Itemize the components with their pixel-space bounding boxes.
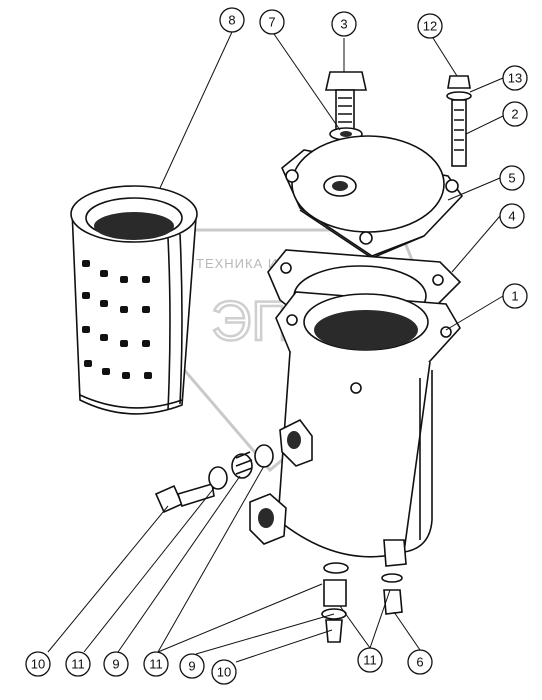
callout-11-right: 11 xyxy=(357,647,383,673)
svg-text:4: 4 xyxy=(508,209,515,224)
callout-11-left: 11 xyxy=(65,651,91,677)
svg-text:10: 10 xyxy=(31,657,45,672)
svg-text:7: 7 xyxy=(268,15,275,30)
leader-lines xyxy=(47,31,504,663)
callout-4: 4 xyxy=(499,203,525,229)
svg-text:9: 9 xyxy=(188,659,195,674)
svg-text:12: 12 xyxy=(423,19,437,34)
bottom-fittings xyxy=(321,562,403,643)
svg-text:2: 2 xyxy=(511,107,518,122)
callout-2: 2 xyxy=(502,101,528,127)
svg-text:8: 8 xyxy=(228,13,235,28)
filter-element xyxy=(70,185,198,415)
side-fittings xyxy=(154,444,274,514)
callout-9-middle: 9 xyxy=(179,653,205,679)
svg-text:9: 9 xyxy=(112,657,119,672)
callout-11-middle: 11 xyxy=(143,651,169,677)
callout-13: 13 xyxy=(502,65,528,91)
svg-text:11: 11 xyxy=(71,657,85,672)
callout-10-middle: 10 xyxy=(211,659,237,685)
svg-text:1: 1 xyxy=(511,289,518,304)
callout-12: 12 xyxy=(417,13,443,39)
callout-5: 5 xyxy=(499,165,525,191)
filter-cover xyxy=(281,135,464,259)
svg-text:11: 11 xyxy=(363,653,377,668)
bolt-3 xyxy=(325,71,367,131)
stud-bolt xyxy=(446,75,472,167)
filter-housing xyxy=(249,291,461,567)
svg-text:10: 10 xyxy=(217,665,231,680)
svg-text:6: 6 xyxy=(416,655,423,670)
svg-text:3: 3 xyxy=(340,17,347,32)
callout-8: 8 xyxy=(219,7,245,33)
callout-10-left: 10 xyxy=(25,651,51,677)
callout-3: 3 xyxy=(331,11,357,37)
svg-text:11: 11 xyxy=(149,657,163,672)
svg-text:5: 5 xyxy=(508,171,515,186)
callout-1: 1 xyxy=(502,283,528,309)
callout-7: 7 xyxy=(259,9,285,35)
callout-6: 6 xyxy=(407,649,433,675)
callout-9-left: 9 xyxy=(103,651,129,677)
svg-text:13: 13 xyxy=(508,71,522,86)
